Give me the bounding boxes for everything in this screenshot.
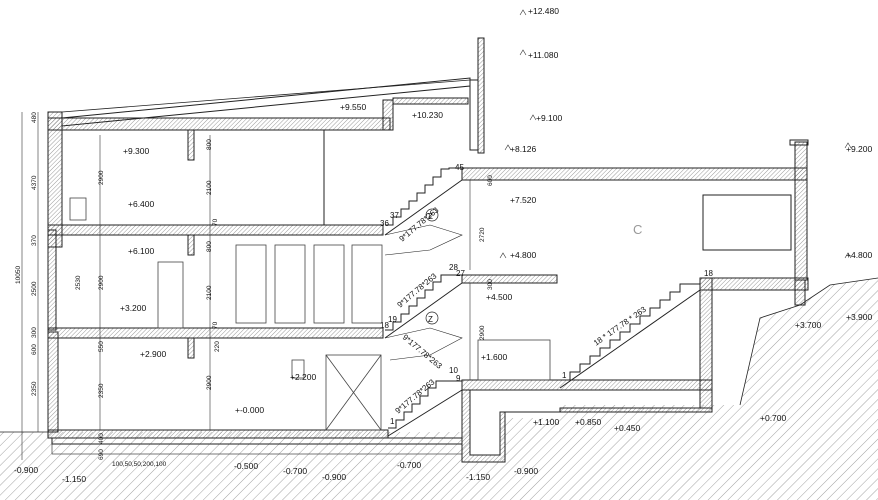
step-27: 27 — [456, 269, 465, 278]
dim-2900-c: 2900 — [206, 375, 213, 390]
level-10230: +10.230 — [412, 110, 443, 120]
level-9100: +9.100 — [536, 113, 563, 123]
level-6100: +6.100 — [128, 246, 155, 256]
level-zero: +-0.000 — [235, 405, 264, 415]
step-18-right: 18 — [704, 269, 713, 278]
dim-300: 300 — [31, 327, 38, 338]
level-0450: +0.450 — [614, 423, 641, 433]
dim-2530: 2530 — [75, 275, 82, 290]
dim-70-a: 70 — [212, 218, 219, 226]
stair-spec-3: 9*177.78*263 — [401, 333, 444, 371]
step-45: 45 — [455, 163, 464, 172]
dimension-labels: 480 4370 10050 370 2500 300 600 2350 800… — [15, 112, 494, 468]
dim-300-b: 300 — [487, 279, 494, 290]
dim-2350: 2350 — [31, 381, 38, 396]
dim-2350-b: 2350 — [98, 383, 105, 398]
dim-600-b: 600 — [487, 175, 494, 186]
level-3900: +3.900 — [846, 312, 873, 322]
level-minus-1150-b: -1.150 — [466, 472, 490, 482]
level-1100: +1.100 — [533, 417, 560, 427]
dim-550: 550 — [98, 341, 105, 352]
level-minus-1150-a: -1.150 — [62, 474, 86, 484]
step-28: 28 — [449, 263, 458, 272]
level-0850: +0.850 — [575, 417, 602, 427]
level-minus-0500: -0.500 — [234, 461, 258, 471]
step-19: 19 — [388, 315, 397, 324]
stair-direction-z-upper: Z — [428, 212, 433, 221]
step-37: 37 — [390, 211, 399, 220]
structure — [47, 37, 809, 463]
level-8126: +8.126 — [510, 144, 537, 154]
level-minus-0700-b: -0.700 — [397, 460, 421, 470]
level-9300: +9.300 — [123, 146, 150, 156]
dim-480: 480 — [31, 112, 38, 123]
level-2900: +2.900 — [140, 349, 167, 359]
room-label: C — [633, 222, 642, 237]
dim-690: 690 — [98, 449, 105, 460]
dim-370: 370 — [31, 235, 38, 246]
stairs — [384, 167, 701, 437]
step-9: 9 — [456, 374, 461, 383]
dim-2100-b: 2100 — [206, 285, 213, 300]
dim-800-a: 800 — [206, 139, 213, 150]
level-minus-0900-a: -0.900 — [14, 465, 38, 475]
stair-spec-5: 18 * 177.78 * 263 — [592, 304, 648, 347]
level-12480: +12.480 — [528, 6, 559, 16]
step-10: 10 — [449, 366, 458, 375]
level-9200: +9.200 — [846, 144, 873, 154]
step-1-left: 1 — [390, 417, 395, 426]
dim-220: 220 — [214, 341, 221, 352]
level-4800-exterior: +4.800 — [846, 250, 873, 260]
dim-2720: 2720 — [479, 227, 486, 242]
dim-2900-a: 2900 — [98, 170, 105, 185]
level-markers — [499, 9, 852, 259]
level-2200: +2.200 — [290, 372, 317, 382]
step-36: 36 — [380, 219, 389, 228]
level-4500: +4.500 — [486, 292, 513, 302]
level-minus-0900-b: -0.900 — [322, 472, 346, 482]
interior-details — [69, 197, 551, 431]
dim-2900-b: 2900 — [98, 275, 105, 290]
step-1-right: 1 — [562, 371, 567, 380]
level-6400: +6.400 — [128, 199, 155, 209]
dim-4370: 4370 — [31, 175, 38, 190]
dim-400: 400 — [98, 433, 105, 444]
level-9550: +9.550 — [340, 102, 367, 112]
dim-70-b: 70 — [212, 321, 219, 329]
level-11080: +11.080 — [528, 50, 559, 60]
dim-2500: 2500 — [31, 281, 38, 296]
dim-2900-d: 2900 — [479, 325, 486, 340]
dim-2100-a: 2100 — [206, 180, 213, 195]
level-minus-0900-c: -0.900 — [514, 466, 538, 476]
level-0700-positive: +0.700 — [760, 413, 787, 423]
dim-foundation-layers: 100,50,50,200,100 — [112, 461, 167, 468]
level-3200: +3.200 — [120, 303, 147, 313]
level-1600: +1.600 — [481, 352, 508, 362]
level-minus-0700-a: -0.700 — [283, 466, 307, 476]
dim-10050: 10050 — [15, 266, 22, 284]
dim-600: 600 — [31, 344, 38, 355]
dim-800-b: 800 — [206, 241, 213, 252]
dimension-lines — [21, 112, 471, 460]
stair-direction-z-lower: Z — [428, 315, 433, 324]
level-labels: +12.480 +11.080 +10.230 +9.550 +9.300 +9… — [14, 6, 873, 484]
level-7520: +7.520 — [510, 195, 537, 205]
step-18-left: 18 — [380, 321, 389, 330]
level-3700: +3.700 — [795, 320, 822, 330]
level-4800-interior: +4.800 — [510, 250, 537, 260]
